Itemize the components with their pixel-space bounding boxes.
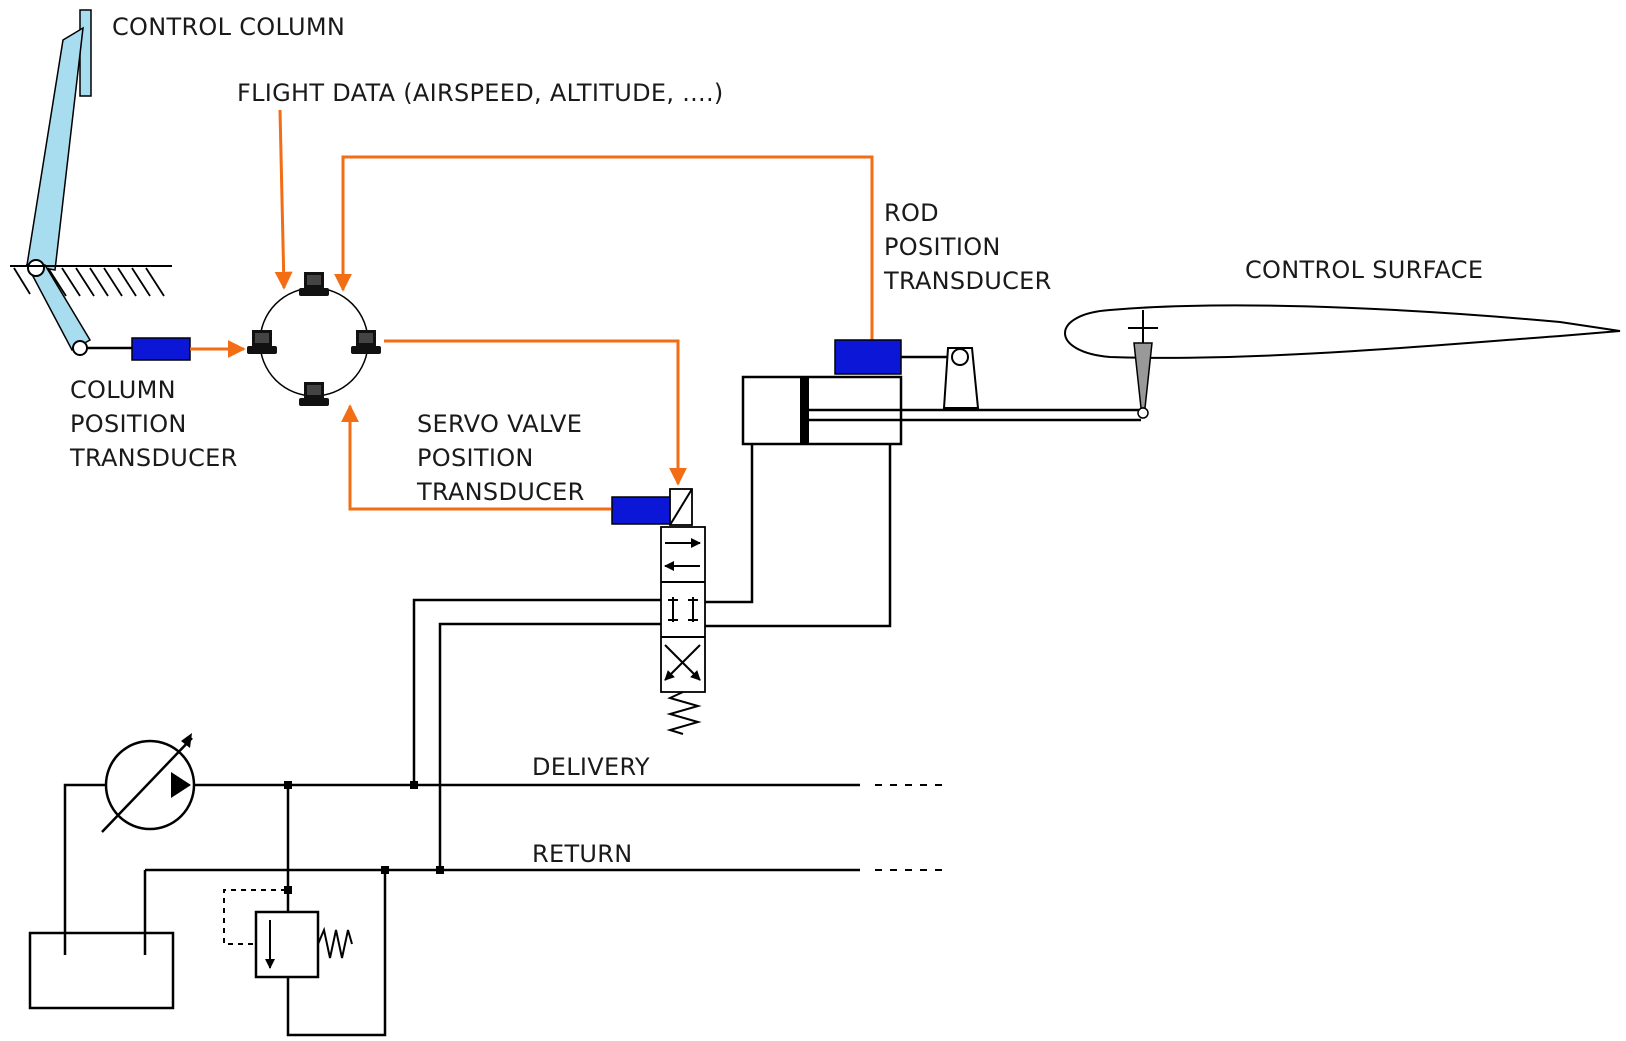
control-column-end-joint (72, 340, 88, 356)
control-surface (1064, 304, 1621, 419)
ground-hatch (13, 267, 165, 297)
servo-valve-transducer (611, 496, 671, 525)
control-column-pivot (27, 259, 45, 277)
control-column-lower-arm (25, 264, 92, 352)
rod-position-transducer (834, 339, 902, 375)
servo-valve-spring (666, 691, 702, 735)
valve-return-line (438, 622, 661, 870)
relief-valve (223, 785, 387, 1037)
flight-computers (247, 272, 381, 406)
label-flight-data: FLIGHT DATA (AIRSPEED, ALTITUDE, ....) (237, 79, 724, 107)
label-control-surface: CONTROL SURFACE (1245, 256, 1484, 284)
computer-ring (259, 287, 369, 397)
computer-icon-top (299, 272, 329, 296)
control-horn (1133, 342, 1153, 409)
control-column (10, 9, 172, 356)
pump-direction-triangle (171, 772, 191, 798)
servo-valve-body (660, 526, 706, 693)
actuator-line-a (705, 444, 754, 604)
reservoir (28, 931, 175, 1010)
variable-pump (101, 733, 196, 833)
computer-icon-right (351, 330, 381, 354)
actuator (741, 339, 1141, 446)
actuator-piston (800, 377, 809, 444)
valve-supply-line (412, 598, 661, 785)
actuator-line-b (705, 444, 892, 628)
label-return: RETURN (532, 840, 633, 868)
label-column-position-transducer: COLUMN POSITION TRANSDUCER (70, 376, 238, 472)
control-column-stick (26, 26, 84, 271)
label-control-column: CONTROL COLUMN (112, 13, 346, 41)
control-column-grip (79, 9, 92, 97)
relief-valve-body (254, 910, 320, 979)
servo-valve (611, 488, 706, 735)
label-servo-valve-position-transducer: SERVO VALVE POSITION TRANSDUCER (417, 410, 585, 506)
computer-icon-bottom (299, 382, 329, 406)
rod-feedback-signal (334, 155, 874, 340)
label-rod-position-transducer: ROD POSITION TRANSDUCER (884, 199, 1052, 295)
servo-command-signal (384, 339, 687, 486)
flight-data-arrow (274, 109, 293, 290)
relief-valve-pilot-line (223, 889, 286, 945)
label-delivery: DELIVERY (532, 753, 650, 781)
relief-valve-spring (317, 926, 353, 959)
rod-transducer-linkage (942, 347, 980, 409)
computer-icon-left (247, 330, 277, 354)
servo-feedback-signal (341, 404, 611, 511)
pump-suction-line (63, 783, 106, 955)
column-position-transducer (131, 337, 191, 361)
control-surface-airfoil (1064, 304, 1621, 359)
